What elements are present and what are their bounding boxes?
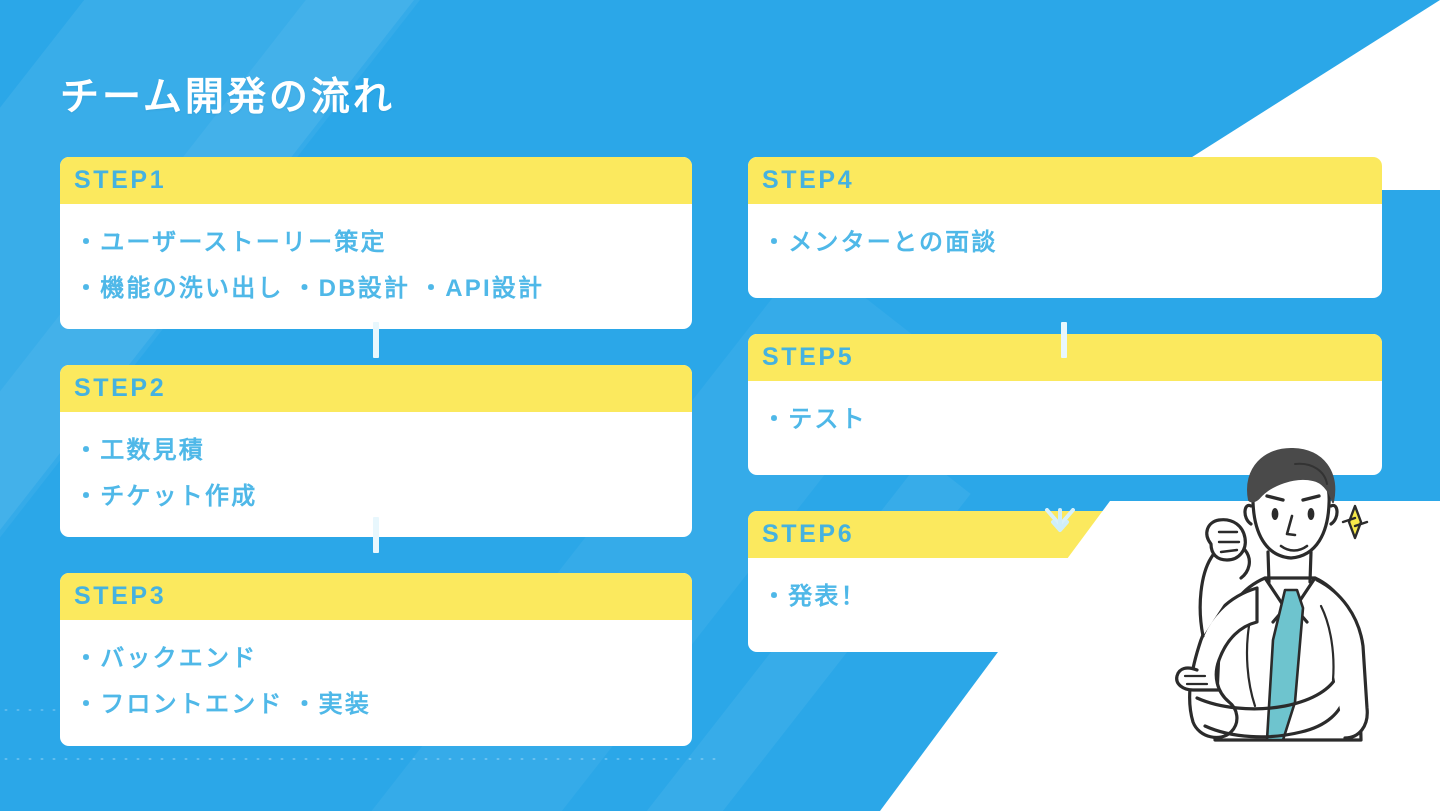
step-label-3: STEP3 [60,573,692,621]
list-item: ・機能の洗い出し ・DB設計 ・API設計 [74,274,545,302]
list-item: ・バックエンド [74,645,258,673]
connector-step4-step5 [1061,322,1067,358]
step-card-2[interactable]: STEP2 ・工数見積 ・チケット作成 [60,365,692,538]
list-item: ・フロントエンド ・実装 [74,690,372,718]
businessman-flexing-illustration [1175,447,1369,742]
sparkle-icon [1341,504,1369,540]
list-item: ・メンターとの面談 [762,229,998,256]
page-title: チーム開発の流れ [60,76,395,119]
list-item: ・発表！ [762,583,867,610]
connector-step1-step2 [373,322,379,358]
step-card-3[interactable]: STEP3 ・バックエンド ・フロントエンド ・実装 [60,573,692,746]
step-body-1: ・ユーザーストーリー策定 ・機能の洗い出し ・DB設計 ・API設計 [60,204,692,329]
step-card-4[interactable]: STEP4 ・メンターとの面談 [748,157,1382,298]
list-item: ・工数見積 [74,437,205,465]
background-dot-row [0,755,720,763]
connector-step2-step3 [373,517,379,553]
step-card-1[interactable]: STEP1 ・ユーザーストーリー策定 ・機能の洗い出し ・DB設計 ・API設計 [60,157,692,330]
step-body-3: ・バックエンド ・フロントエンド ・実装 [60,620,692,745]
arrow-down-icon [1045,508,1075,532]
step-label-4: STEP4 [748,157,1382,204]
list-item: ・ユーザーストーリー策定 [74,229,387,256]
step-column-left: STEP1 ・ユーザーストーリー策定 ・機能の洗い出し ・DB設計 ・API設計… [60,157,692,782]
step-body-6: ・発表！ [748,558,1140,652]
list-item: ・チケット作成 [74,482,258,510]
step-body-2: ・工数見積 ・チケット作成 [60,412,692,537]
step-body-4: ・メンターとの面談 [748,204,1382,298]
step-body-5: ・テスト [748,381,1382,475]
step-label-1: STEP1 [60,157,692,204]
step-label-2: STEP2 [60,365,692,413]
list-item: ・テスト [762,406,867,433]
